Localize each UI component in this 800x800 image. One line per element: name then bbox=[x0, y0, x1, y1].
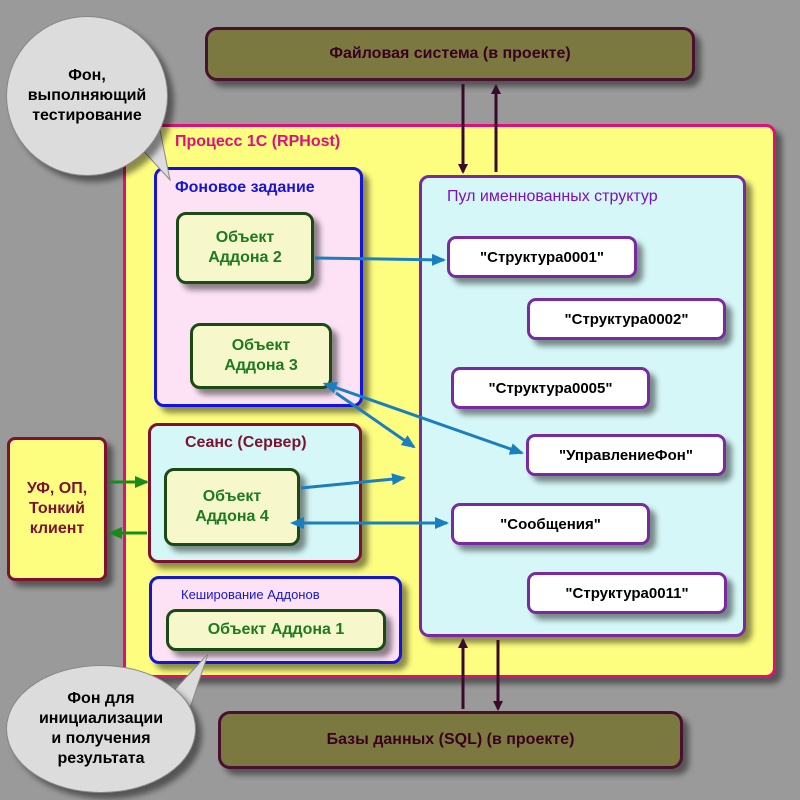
addon-object-1-label: Объект Аддона 1 bbox=[207, 621, 345, 638]
addon-object-3: Объект Аддона 3 bbox=[190, 323, 332, 389]
background-task-title: Фоновое задание bbox=[175, 179, 315, 196]
bubble-init-text: Фон для инициализации и получения резуль… bbox=[38, 690, 164, 767]
addon-object-3-label: Объект Аддона 3 bbox=[224, 337, 298, 374]
structure-0002: "Структура0002" bbox=[527, 298, 726, 340]
structure-messages-label: "Сообщения" bbox=[500, 515, 601, 533]
structure-0005: "Структура0005" bbox=[451, 367, 650, 409]
addon-object-4: Объект Аддона 4 bbox=[164, 468, 300, 546]
pool-title: Пул именнованных структур bbox=[447, 188, 658, 205]
session-title: Сеанс (Сервер) bbox=[185, 434, 307, 451]
structure-messages: "Сообщения" bbox=[451, 503, 650, 545]
cache-title: Кеширование Аддонов bbox=[181, 587, 320, 602]
addon-object-1: Объект Аддона 1 bbox=[166, 609, 386, 651]
structure-0005-label: "Структура0005" bbox=[488, 379, 613, 397]
structure-0002-label: "Структура0002" bbox=[564, 310, 689, 328]
filesystem-label: Файловая система (в проекте) bbox=[329, 45, 571, 62]
process-title: Процесс 1С (RPHost) bbox=[175, 133, 341, 150]
bubble-init-background: Фон для инициализации и получения резуль… bbox=[6, 665, 196, 793]
structure-0011: "Структура0011" bbox=[527, 572, 727, 614]
bubble-testing-background: Фон, выполняющий тестирование bbox=[6, 16, 168, 176]
databases-box: Базы данных (SQL) (в проекте) bbox=[218, 711, 683, 769]
filesystem-box: Файловая система (в проекте) bbox=[205, 27, 695, 81]
structure-0001: "Структура0001" bbox=[447, 236, 637, 278]
structure-control-background-label: "УправлениеФон" bbox=[559, 446, 693, 464]
structure-control-background: "УправлениеФон" bbox=[526, 434, 726, 476]
addon-object-2-label: Объект Аддона 2 bbox=[208, 229, 282, 266]
structure-0001-label: "Структура0001" bbox=[480, 248, 604, 266]
databases-label: Базы данных (SQL) (в проекте) bbox=[326, 731, 575, 748]
client-label: УФ, ОП, Тонкий клиент bbox=[26, 480, 88, 537]
bubble-testing-text: Фон, выполняющий тестирование bbox=[27, 67, 147, 124]
client-box: УФ, ОП, Тонкий клиент bbox=[7, 437, 107, 581]
addon-object-4-label: Объект Аддона 4 bbox=[195, 488, 269, 525]
addon-object-2: Объект Аддона 2 bbox=[176, 212, 314, 284]
structure-0011-label: "Структура0011" bbox=[565, 584, 689, 602]
